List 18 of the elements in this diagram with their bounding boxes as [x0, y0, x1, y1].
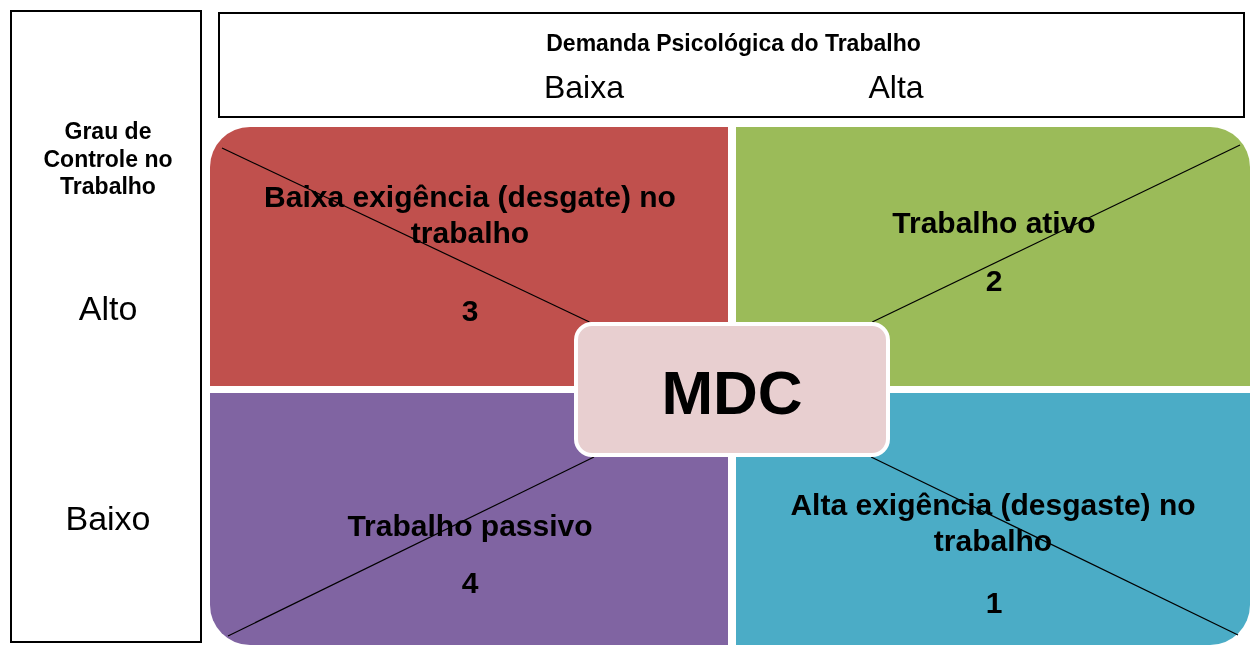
label-text: 3	[460, 293, 480, 329]
connector-line	[870, 456, 1239, 636]
label-text: 2	[984, 263, 1004, 299]
label-text: 4	[460, 565, 480, 601]
label-text: Alto	[77, 288, 139, 329]
heading-text: Grau de Controle no Trabalho	[42, 118, 174, 201]
connector-line	[221, 147, 591, 323]
label-text: Baixa	[542, 68, 625, 107]
center-box	[574, 322, 890, 457]
header-box	[218, 12, 1245, 118]
connector-line	[871, 144, 1241, 323]
heading-text: Demanda Psicológica do Trabalho	[545, 30, 922, 58]
side-box	[10, 10, 202, 643]
label-text: 1	[984, 585, 1004, 621]
heading-text: MDC	[660, 357, 804, 429]
label-text: Alta	[867, 68, 925, 107]
label-text: Baixo	[64, 498, 152, 539]
connector-line	[227, 456, 595, 637]
